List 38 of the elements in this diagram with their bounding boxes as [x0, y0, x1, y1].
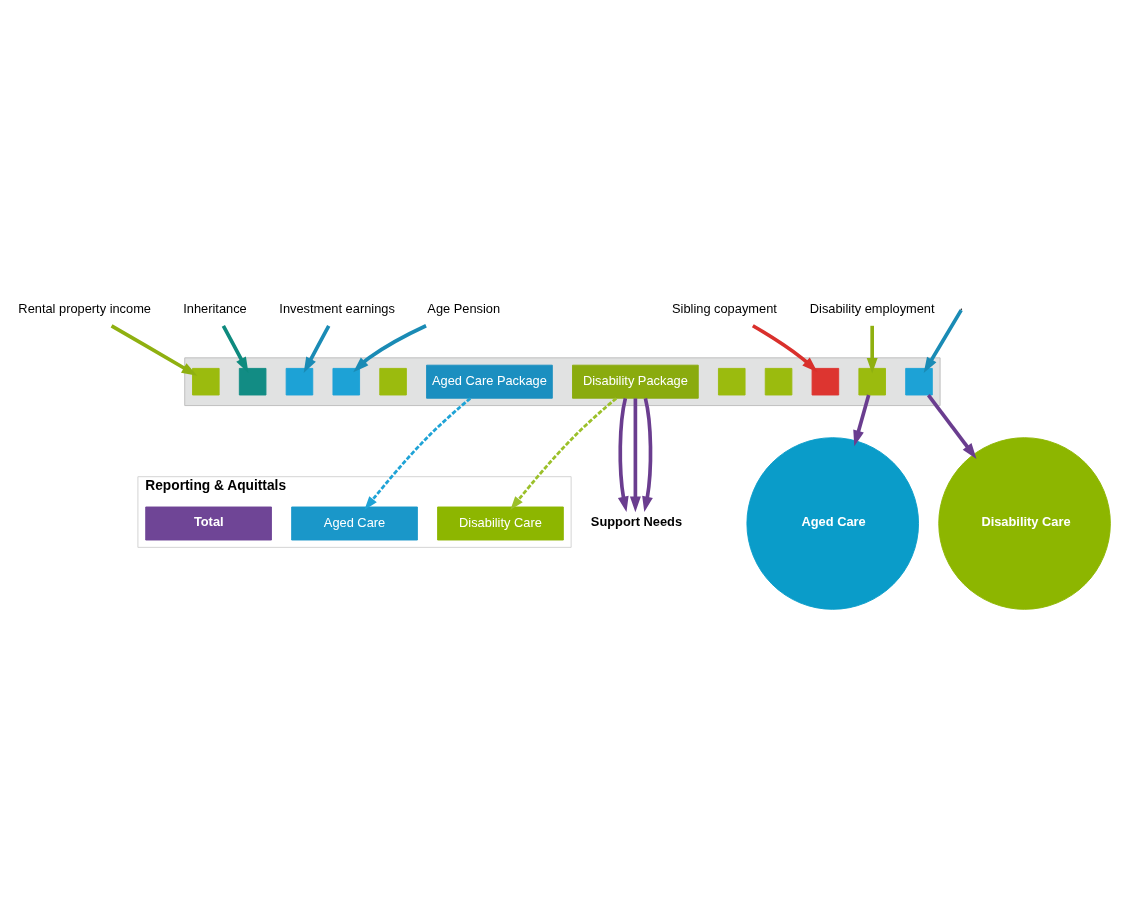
node-box: Total	[145, 506, 272, 540]
node-text: Inheritance	[183, 300, 247, 316]
arrow	[617, 397, 629, 512]
arrow	[510, 396, 618, 510]
arrow	[353, 323, 427, 372]
arrow	[926, 393, 977, 459]
arrow	[923, 308, 963, 373]
node-box	[858, 367, 886, 395]
node-text: Investment earnings	[279, 300, 395, 316]
node-text: Rental property income	[18, 300, 151, 316]
node-box	[285, 367, 314, 395]
arrow	[221, 324, 249, 373]
arrow	[303, 324, 331, 373]
node-box	[905, 367, 933, 395]
node-text: Sibling copayment	[672, 300, 777, 316]
node-box	[811, 367, 840, 395]
node-box	[192, 367, 220, 395]
arrow	[110, 323, 198, 376]
node-box: Disability Care	[437, 506, 564, 540]
node-box: Aged Care	[291, 506, 418, 540]
arrow	[629, 397, 641, 512]
node-circle: Disability Care	[938, 436, 1111, 610]
node-text: Disability employment	[809, 300, 935, 316]
node-box	[764, 367, 793, 395]
node-box	[379, 367, 407, 395]
arrow	[866, 325, 878, 374]
node-text: Age Pension	[427, 300, 501, 316]
arrow	[364, 396, 472, 510]
arrow	[751, 323, 818, 372]
arrow	[642, 397, 653, 512]
node-box	[238, 367, 267, 395]
node-box	[332, 367, 361, 395]
node-circle: Aged Care	[746, 436, 919, 610]
arrow	[853, 394, 871, 446]
node-box: Disability Package	[572, 364, 699, 399]
node-box: Aged Care Package	[426, 364, 553, 399]
node-text: Support Needs	[590, 513, 683, 529]
node-box	[718, 367, 746, 395]
